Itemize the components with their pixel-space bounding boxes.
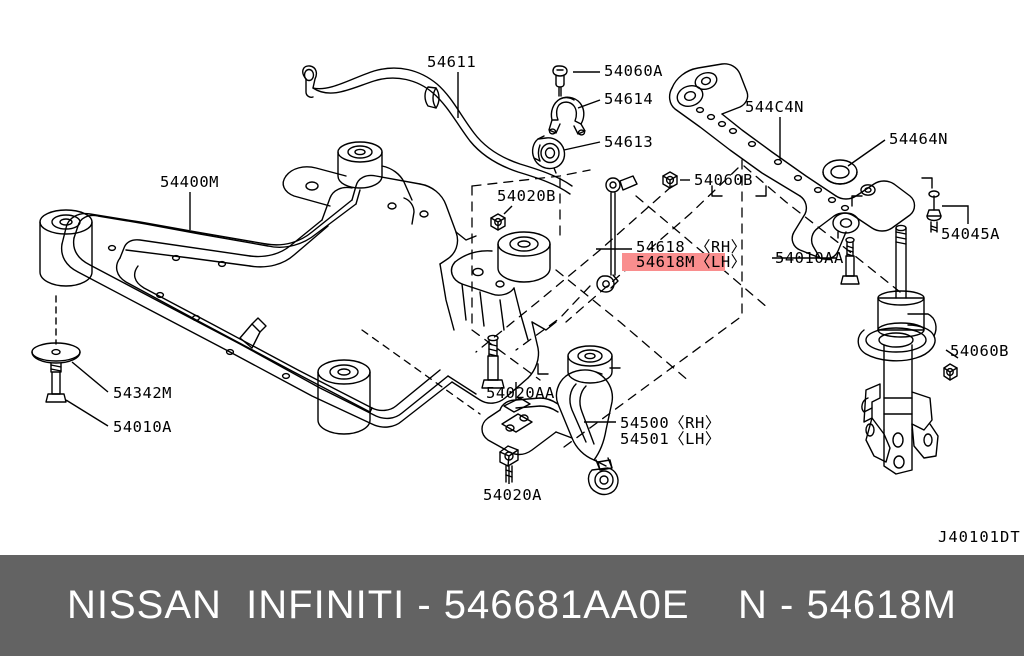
parts-diagram: 54400M 54611 54060A 54614 54613 54020B 5…	[31, 53, 1021, 546]
label-link-rh: 54618 〈RH〉	[636, 238, 747, 256]
label-arm-lh: 54501〈LH〉	[620, 430, 721, 448]
label-clip-54060a: 54060A	[604, 62, 663, 80]
label-crossmember-544c4n: 544C4N	[745, 98, 804, 116]
label-bolt-54020a: 54020A	[483, 486, 542, 504]
highlight-band	[622, 253, 725, 271]
label-nut-54060b-lower: 54060B	[950, 342, 1009, 360]
label-bushing-54613: 54613	[604, 133, 654, 151]
label-bolt-54010a: 54010A	[113, 418, 172, 436]
label-bolt-54010aa: 54010AA	[775, 249, 844, 267]
label-link-lh-highlighted: 54618M〈LH〉	[636, 253, 747, 271]
diagram-linework	[31, 63, 958, 496]
label-washer-54464n: 54464N	[889, 130, 948, 148]
label-arm-rh: 54500〈RH〉	[620, 414, 721, 432]
footer-banner: NISSAN INFINITI - 546681AA0E N - 54618M	[0, 555, 1024, 656]
label-stabilizer-bar: 54611	[427, 53, 477, 71]
label-nut-54020aa: 54020AA	[486, 384, 555, 402]
label-bracket-54614: 54614	[604, 90, 654, 108]
label-bolt-54045a: 54045A	[941, 225, 1000, 243]
diagram-code: J40101DT	[938, 528, 1021, 546]
footer-text: NISSAN INFINITI - 546681AA0E N - 54618M	[67, 583, 957, 627]
label-nut-54060b-upper: 54060B	[694, 171, 753, 189]
label-subframe: 54400M	[160, 173, 219, 191]
label-nut-54020b: 54020B	[497, 187, 556, 205]
label-bolt-54342m: 54342M	[113, 384, 172, 402]
